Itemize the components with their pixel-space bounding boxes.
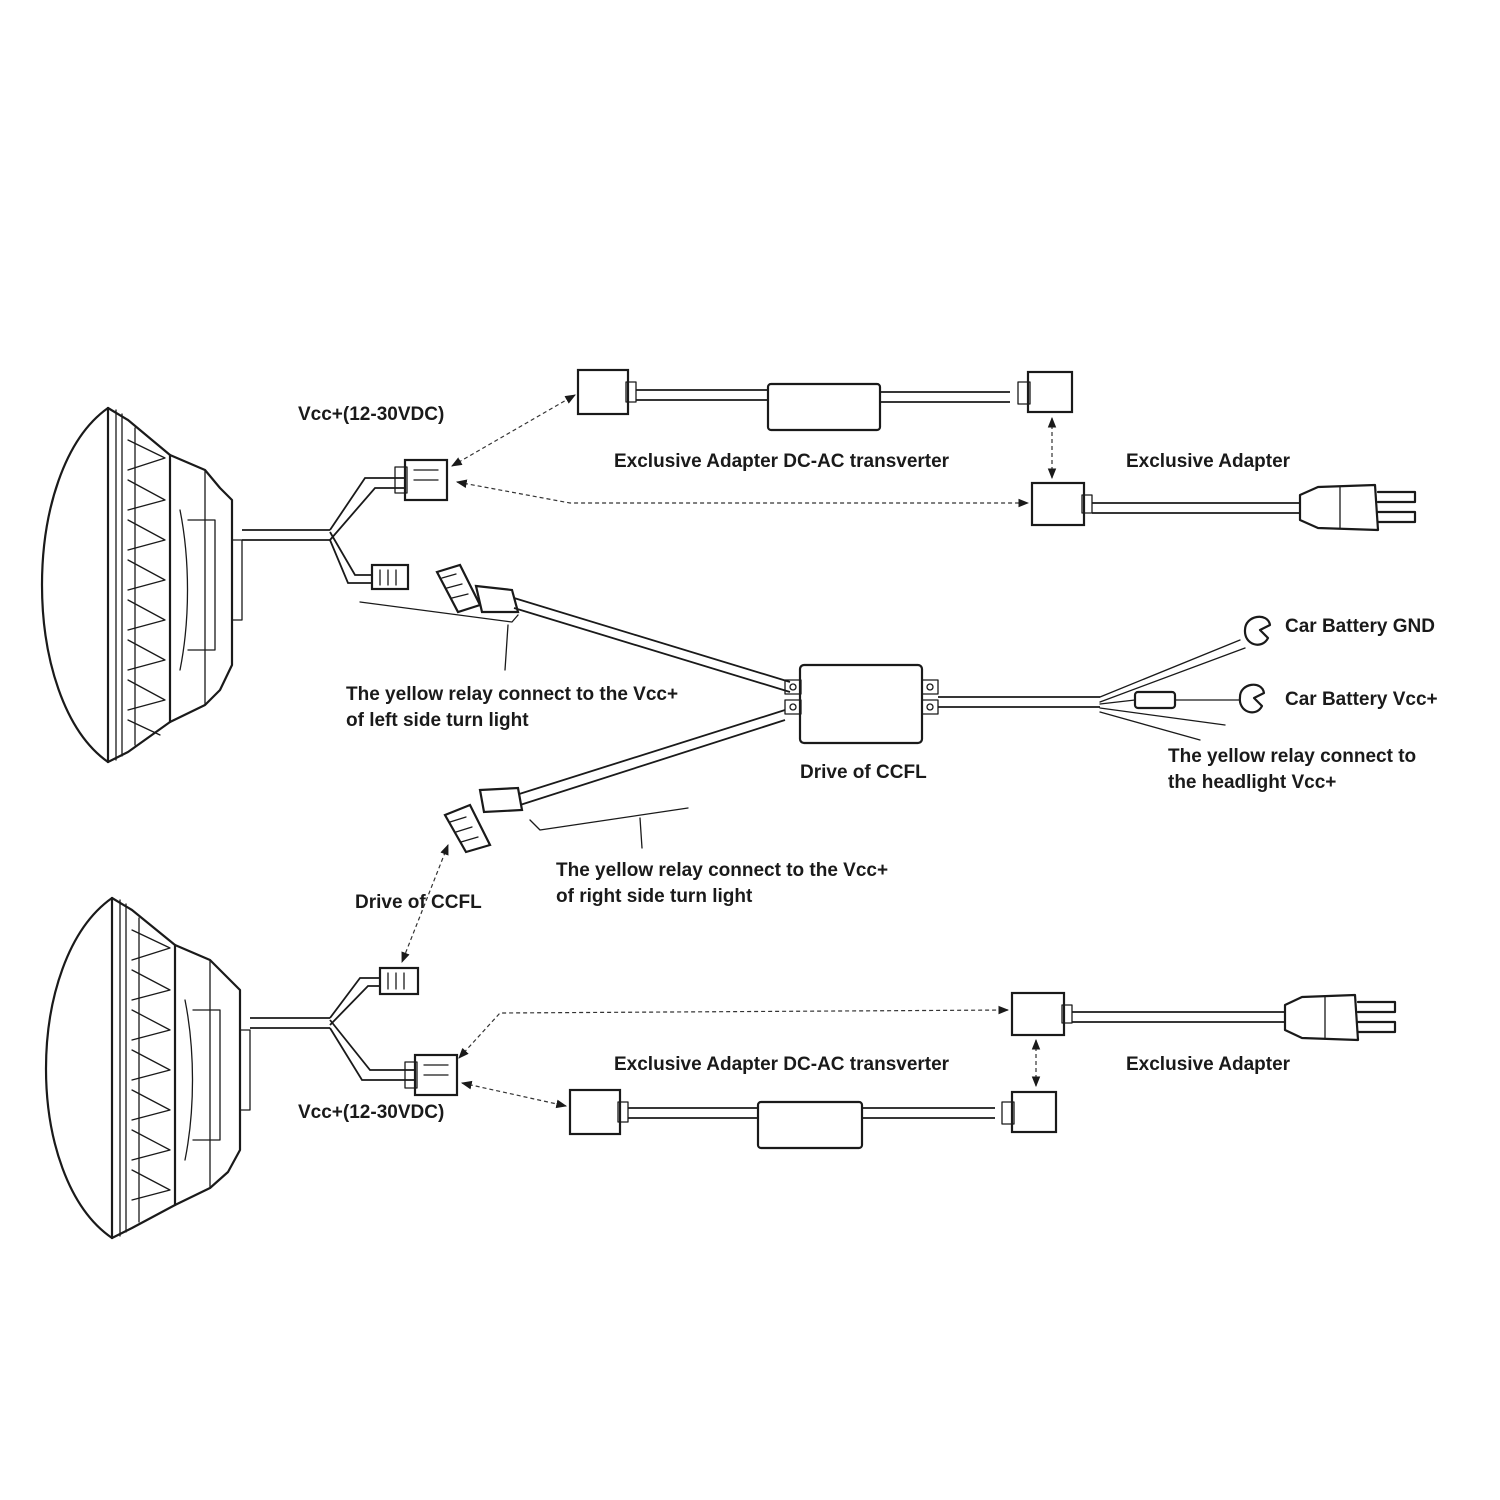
lower-headlamp [45, 896, 251, 1240]
left-relay-connector [435, 563, 791, 693]
relay-headlight-label-line1: The yellow relay connect to [1168, 746, 1416, 767]
left-relay-lead [504, 624, 509, 671]
ccfl-drive-box [784, 663, 939, 745]
arrow-vcc-to-transverter [451, 394, 576, 467]
relay-left-label-line1: The yellow relay connect to the Vcc+ [346, 684, 678, 705]
arrow-lower-vcc-to-h4-adapter [458, 1005, 1010, 1059]
adapter-dcac-label-top: Exclusive Adapter DC-AC transverter [614, 451, 950, 472]
car-battery-vcc-label: Car Battery Vcc+ [1285, 689, 1438, 710]
right-relay-connector [443, 709, 786, 854]
vcc-label-top: Vcc+(12-30VDC) [298, 404, 444, 425]
car-battery-gnd-label: Car Battery GND [1285, 616, 1435, 637]
left-relay-pointer [359, 601, 519, 623]
battery-output [938, 639, 1246, 741]
lower-headlamp-fins [131, 929, 171, 1201]
adapter-label-top: Exclusive Adapter [1126, 451, 1291, 472]
lower-dcac-transverter [568, 1088, 1058, 1150]
adapter-label-bottom: Exclusive Adapter [1126, 1054, 1291, 1075]
relay-right-label-line1: The yellow relay connect to the Vcc+ [556, 860, 888, 881]
upper-ccfl-plug [370, 563, 410, 591]
upper-headlamp [40, 406, 243, 764]
gnd-ring-terminal-icon [1243, 615, 1272, 646]
arrow-lower-vcc-to-transverter [460, 1080, 568, 1109]
lower-ccfl-plug [378, 966, 420, 996]
upper-vcc-connector [394, 458, 449, 502]
relay-headlight-label-line2: the headlight Vcc+ [1168, 772, 1336, 793]
upper-headlamp-fins [127, 439, 166, 736]
upper-dcac-transverter [576, 368, 1074, 432]
relay-right-label-line2: of right side turn light [556, 886, 753, 907]
lower-h4-adapter [1010, 991, 1397, 1042]
lower-vcc-connector [404, 1053, 459, 1097]
arrow-vcc-to-h4-adapter [455, 479, 1030, 508]
vcc-label-bottom: Vcc+(12-30VDC) [298, 1102, 444, 1123]
right-relay-pointer [529, 807, 689, 831]
right-relay-lead [639, 817, 643, 849]
upper-h4-adapter [1030, 481, 1417, 532]
drive-ccfl-center-label: Drive of CCFL [800, 762, 927, 783]
upper-harness [242, 477, 410, 584]
drive-ccfl-lower-label: Drive of CCFL [355, 892, 482, 913]
vcc-ring-terminal-icon [1238, 683, 1266, 714]
adapter-dcac-label-bottom: Exclusive Adapter DC-AC transverter [614, 1054, 950, 1075]
relay-left-label-line2: of left side turn light [346, 710, 529, 731]
